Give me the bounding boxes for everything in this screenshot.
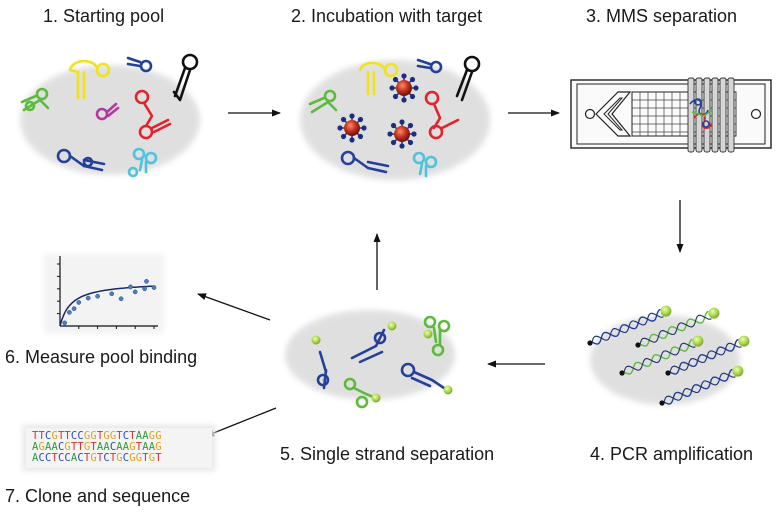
mms-separation-device [571, 78, 771, 152]
sequence-line-3: ACCTCCACTGTCTGCGGTGT [32, 453, 162, 464]
data-point [110, 292, 114, 296]
target-bead-icon [389, 73, 418, 102]
data-point [77, 300, 81, 304]
data-point [119, 297, 123, 301]
data-point [72, 307, 76, 311]
data-point [128, 285, 132, 289]
data-point [86, 296, 90, 300]
step-6-label: 6. Measure pool binding [5, 347, 197, 367]
step-2-label: 2. Incubation with target [291, 6, 482, 26]
magnet-icon [728, 78, 734, 152]
binding-plot [44, 254, 164, 334]
step-5-label: 5. Single strand separation [280, 444, 494, 464]
data-point [96, 294, 100, 298]
data-point [133, 290, 137, 294]
magnet-icon [712, 78, 718, 152]
data-point [143, 287, 147, 291]
arrow-5-to-6 [198, 294, 270, 320]
target-bead-icon [337, 113, 366, 142]
magnet-icon [688, 78, 694, 152]
data-point [67, 310, 71, 314]
step-1-label: 1. Starting pool [43, 6, 164, 26]
magnet-icon [720, 78, 726, 152]
arrow-5-to-7 [206, 408, 276, 436]
step-7-label: 7. Clone and sequence [5, 486, 190, 506]
target-bead-icon [387, 119, 416, 148]
data-point [152, 285, 156, 289]
step-4-label: 4. PCR amplification [590, 444, 753, 464]
step-3-label: 3. MMS separation [586, 6, 737, 26]
data-point [63, 321, 67, 325]
nucleotide: T [155, 453, 161, 464]
data-point [144, 279, 148, 283]
